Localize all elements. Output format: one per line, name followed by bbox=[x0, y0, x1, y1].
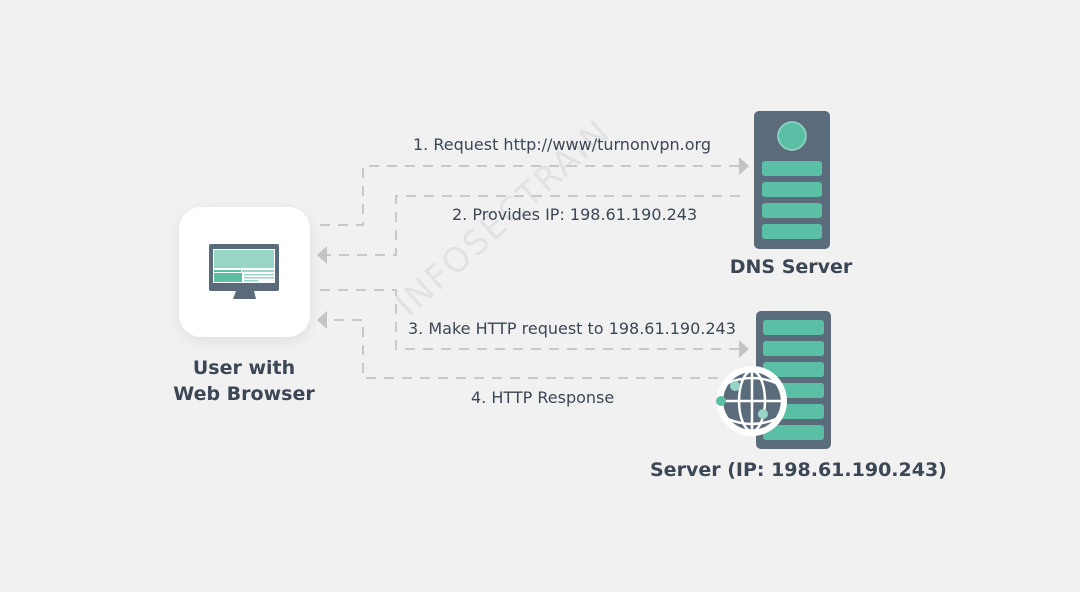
globe-icon bbox=[716, 366, 787, 436]
web-server-globe-icon bbox=[716, 311, 831, 449]
monitor-icon bbox=[209, 244, 279, 299]
client-node bbox=[179, 207, 310, 337]
step-4-label: 4. HTTP Response bbox=[471, 388, 615, 407]
step-2-label: 2. Provides IP: 198.61.190.243 bbox=[452, 205, 698, 224]
arrow-step-2 bbox=[326, 195, 740, 256]
client-label-line2: Web Browser bbox=[173, 383, 315, 405]
step-1-label: 1. Request http://www/turnonvpn.org bbox=[413, 135, 711, 154]
step-3-label: 3. Make HTTP request to 198.61.190.243 bbox=[408, 319, 736, 338]
client-label: User with Web Browser bbox=[164, 355, 324, 407]
web-server-label: Server (IP: 198.61.190.243) bbox=[650, 459, 947, 481]
arrowhead-step-4 bbox=[317, 311, 327, 329]
arrowhead-step-3 bbox=[739, 340, 749, 358]
client-label-line1: User with bbox=[192, 357, 296, 379]
dns-server-icon bbox=[754, 111, 830, 249]
arrow-step-3 bbox=[320, 289, 740, 350]
arrowhead-step-1 bbox=[739, 157, 749, 175]
arrow-step-4 bbox=[326, 319, 718, 379]
dns-server-label: DNS Server bbox=[729, 256, 853, 278]
arrowhead-step-2 bbox=[317, 246, 327, 264]
arrow-step-1 bbox=[320, 165, 740, 226]
